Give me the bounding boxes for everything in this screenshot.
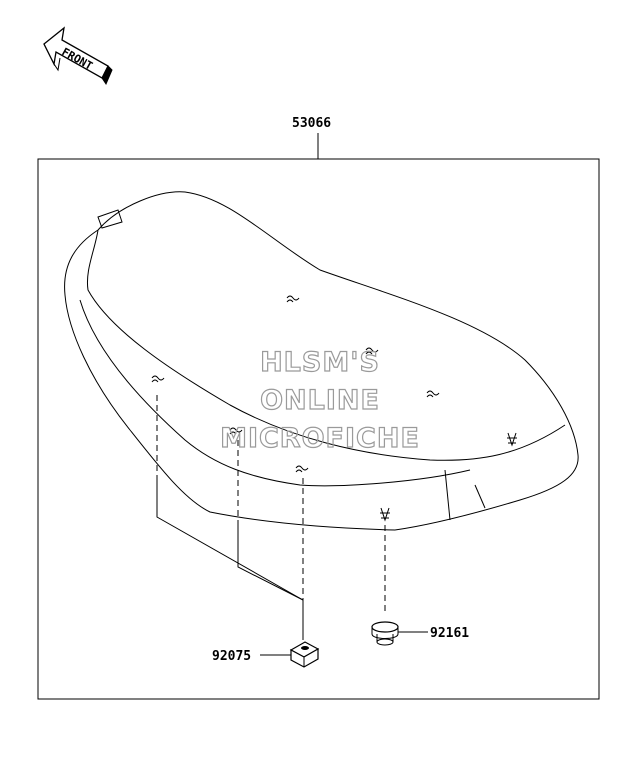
clip-icon [151,295,517,522]
part-number-damper: 92161 [430,626,469,641]
part-number-seat: 53066 [292,116,331,131]
watermark-line1: HLSM'S [260,347,380,378]
seat-drawing [64,191,579,531]
watermark-line3: MICROFICHE [220,423,420,454]
watermark-line2: ONLINE [260,385,380,416]
rubber-part [289,641,320,668]
part-number-rubber: 92075 [212,649,251,664]
damper-part [371,621,399,646]
watermark: HLSM'S ONLINE MICROFICHE [219,346,420,454]
front-arrow-icon: FRONT [43,26,113,86]
